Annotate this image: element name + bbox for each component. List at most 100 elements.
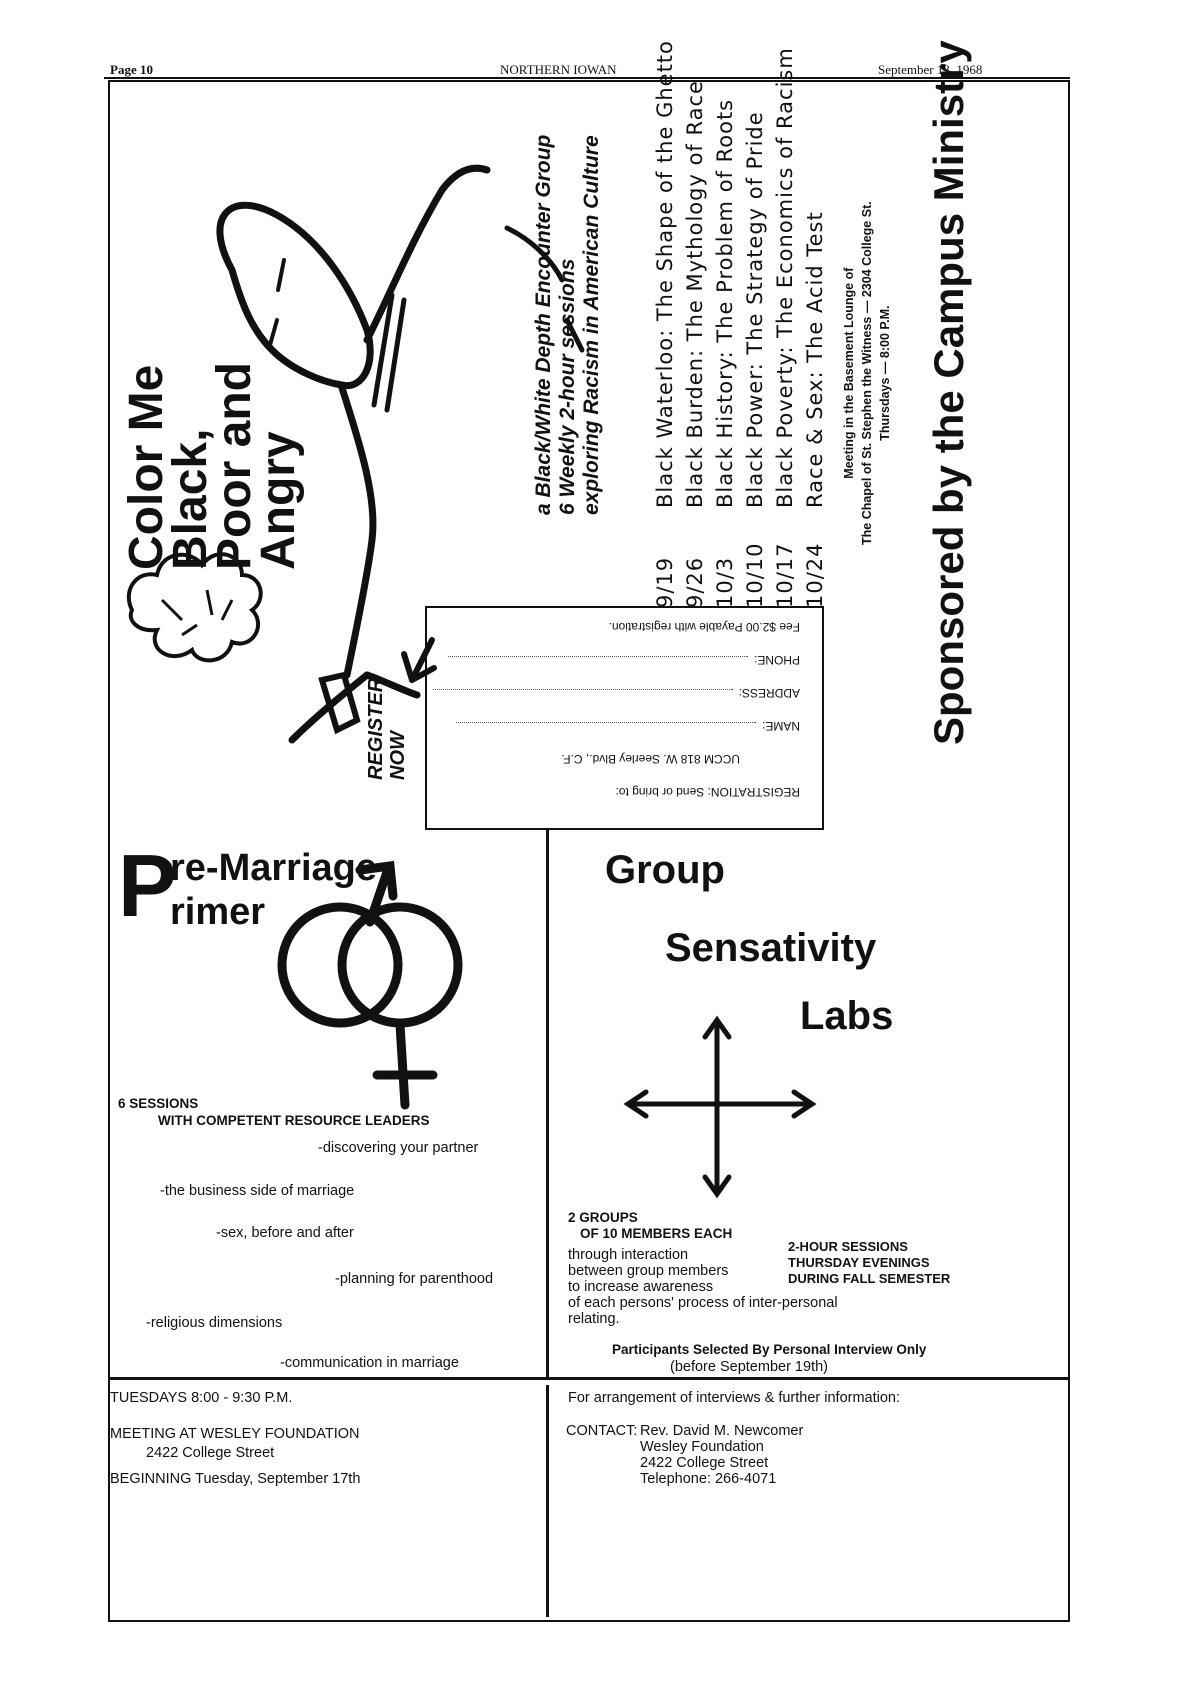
form-address-blank [432, 689, 733, 690]
primer-title-line-2: rimer [170, 891, 266, 933]
arrangement-note: For arrangement of interviews & further … [568, 1390, 901, 1406]
interview-deadline: (before September 19th) [670, 1359, 828, 1375]
desc-line: through interaction [568, 1247, 689, 1263]
column-rule-upper [546, 830, 549, 1378]
schedule-date: 9/26 [683, 556, 707, 608]
contact-details: Rev. David M. Newcomer Wesley Foundation… [640, 1423, 803, 1487]
leaders-label: WITH COMPETENT RESOURCE LEADERS [158, 1113, 430, 1128]
register-word: REGISTER [365, 677, 387, 780]
schedule-row: 10/3 Black History: The Problem of Roots [710, 40, 740, 608]
ad-frame [108, 80, 1070, 1622]
primer-time: TUESDAYS 8:00 - 9:30 P.M. [110, 1390, 293, 1406]
labs-title-sensativity: Sensativity [665, 926, 877, 970]
topic-item: -discovering your partner [318, 1140, 479, 1156]
schedule-date: 10/10 [743, 542, 767, 608]
form-phone-label: PHONE: [753, 653, 800, 667]
desc-line: of each persons' process of inter-person… [568, 1295, 838, 1311]
participants-note: Participants Selected By Personal Interv… [612, 1342, 927, 1357]
contact-label: CONTACT: [566, 1423, 638, 1439]
primer-beginning: BEGINNING Tuesday, September 17th [110, 1471, 360, 1488]
meeting-line-3: Thursdays — 8:00 P.M. [878, 305, 892, 441]
contact-line: Wesley Foundation [640, 1439, 764, 1455]
groups-line-1: 2 GROUPS [568, 1210, 638, 1225]
primer-meeting: MEETING AT WESLEY FOUNDATION [110, 1426, 360, 1442]
schedule-row: 9/26 Black Burden: The Mythology of Race [680, 40, 710, 608]
form-phone-blank [447, 656, 748, 657]
meeting-info: Meeting in the Basement Lounge of The Ch… [840, 201, 894, 545]
meeting-line-2: The Chapel of St. Stephen the Witness — … [860, 201, 874, 545]
form-name-label: NAME: [761, 719, 800, 733]
schedule-topic: Race & Sex: The Acid Test [803, 211, 827, 508]
form-phone-row: PHONE: [433, 643, 800, 676]
schedule-date: 10/17 [773, 542, 797, 608]
labs-title-labs: Labs [800, 994, 894, 1038]
topic-item: -sex, before and after [216, 1225, 354, 1241]
now-word: NOW [387, 731, 409, 780]
form-registration-label: REGISTRATION: Send or bring to: [615, 785, 800, 799]
newspaper-name: NORTHERN IOWAN [500, 62, 617, 77]
schedule-row: 10/10 Black Power: The Strategy of Pride [740, 40, 770, 608]
topic-item: -communication in marriage [280, 1355, 459, 1371]
title-line-4: Angry [252, 431, 305, 570]
form-address-line: UCCM 818 W. Seerley Blvd., C.F. [561, 752, 740, 766]
header-rule [104, 77, 1070, 79]
subtitle-line-3: exploring Racism in American Culture [580, 135, 603, 515]
hours-line: 2-HOUR SESSIONS [788, 1239, 908, 1254]
meeting-line-1: Meeting in the Basement Lounge of [842, 267, 856, 479]
sessions-label: 6 SESSIONS [118, 1096, 199, 1111]
schedule-topic: Black History: The Problem of Roots [713, 98, 737, 508]
hours-line: THURSDAY EVENINGS [788, 1255, 930, 1270]
schedule-topic: Black Power: The Strategy of Pride [743, 111, 767, 508]
title-line-1: Color Me [120, 364, 173, 570]
form-name-blank [455, 722, 756, 723]
form-fee: Fee $2.00 Payable with registration. [608, 620, 800, 634]
topic-item: -religious dimensions [146, 1315, 283, 1331]
schedule-row: 10/17 Black Poverty: The Economics of Rac… [770, 40, 800, 608]
cross-arrows-icon [623, 1015, 817, 1199]
encounter-title: Color Me Black, Poor and Angry [120, 361, 305, 570]
registration-form-text: REGISTRATION: Send or bring to: UCCM 818… [432, 610, 800, 808]
contact-line: Telephone: 266-4071 [640, 1471, 777, 1487]
gender-symbols-icon [277, 860, 463, 1110]
beginning-label: BEGINNING [110, 1471, 192, 1487]
schedule-date: 10/24 [803, 542, 827, 608]
desc-line: to increase awareness [568, 1279, 714, 1295]
schedule-topic: Black Burden: The Mythology of Race [683, 80, 707, 508]
desc-line: relating. [568, 1311, 620, 1327]
labs-hours: 2-HOUR SESSIONS THURSDAY EVENINGS DURING… [788, 1239, 950, 1287]
schedule-topic: Black Waterloo: The Shape of the Ghetto [653, 40, 677, 508]
form-address-row: ADDRESS: [432, 676, 800, 709]
title-line-3: Poor and [208, 361, 261, 570]
figure-illustration [126, 164, 585, 744]
schedule-row: 10/24 Race & Sex: The Acid Test [800, 40, 830, 608]
desc-line: between group members [568, 1263, 729, 1279]
page-number: Page 10 [110, 62, 153, 77]
issue-date: September 13, 1968 [878, 62, 983, 77]
form-address-label: ADDRESS: [738, 686, 800, 700]
beginning-date: Tuesday, September 17th [195, 1471, 361, 1487]
sponsor-line: Sponsored by the Campus Ministry [925, 40, 972, 745]
register-now: REGISTER NOW [365, 678, 409, 780]
labs-description: through interaction between group member… [568, 1247, 838, 1327]
column-rule-lower [546, 1385, 549, 1617]
topic-item: -the business side of marriage [160, 1183, 355, 1199]
primer-address: 2422 College Street [146, 1445, 275, 1461]
subtitle-line-2: 6 Weekly 2-hour sessions [556, 258, 579, 515]
schedule-topic: Black Poverty: The Economics of Racism [773, 47, 797, 508]
section-rule [108, 1377, 1068, 1380]
schedule-row: 9/19 Black Waterloo: The Shape of the Ghe… [650, 40, 680, 608]
primer-initial: P [118, 836, 177, 935]
encounter-subtitle: a Black/White Depth Encounter Group 6 We… [532, 135, 604, 515]
registration-form [425, 606, 824, 830]
contact-line: 2422 College Street [640, 1455, 769, 1471]
contact-line: Rev. David M. Newcomer [640, 1423, 804, 1439]
form-name-row: NAME: [433, 709, 800, 742]
labs-title-group: Group [605, 848, 725, 892]
subtitle-line-1: a Black/White Depth Encounter Group [532, 134, 555, 515]
schedule-date: 9/19 [653, 556, 677, 608]
topic-item: -planning for parenthood [335, 1271, 494, 1287]
groups-line-2: OF 10 MEMBERS EACH [580, 1226, 733, 1241]
hours-line: DURING FALL SEMESTER [788, 1271, 951, 1286]
schedule-date: 10/3 [713, 556, 737, 608]
primer-title-line-1: re-Marriage [170, 847, 377, 889]
